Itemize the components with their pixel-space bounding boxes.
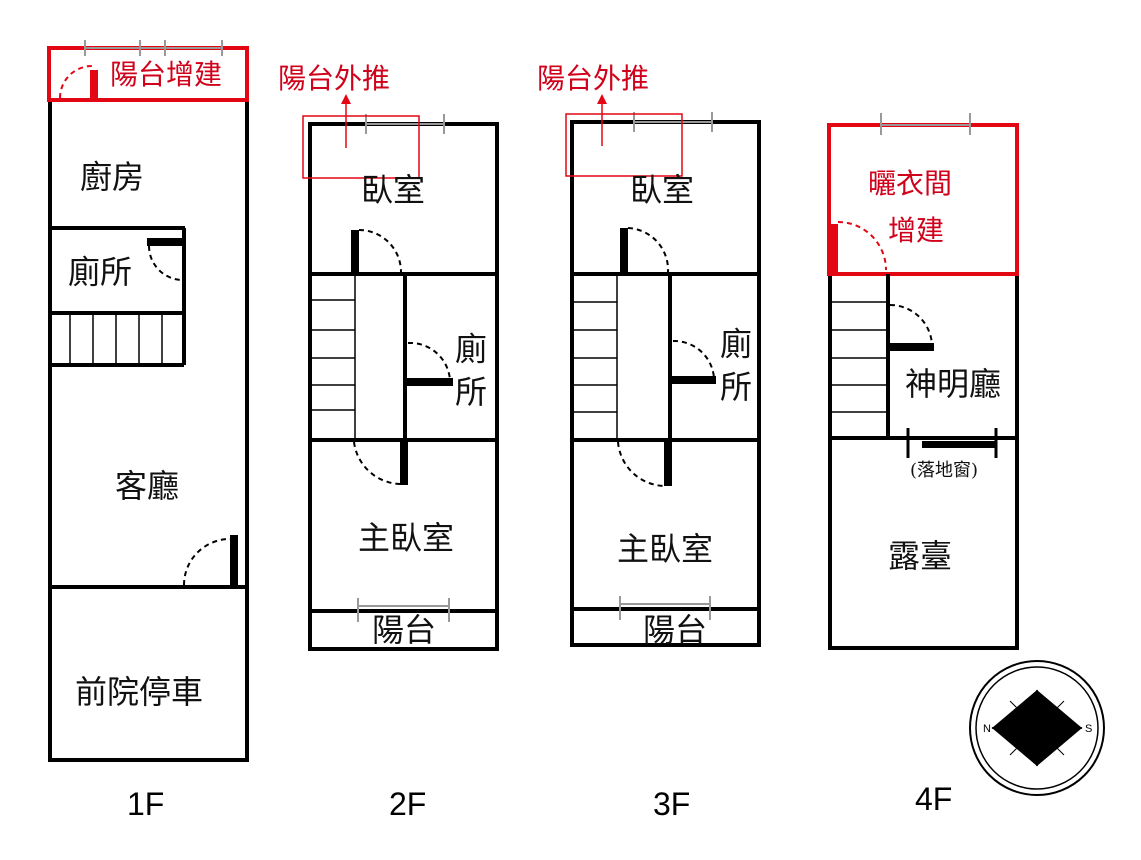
4f-french-window <box>922 441 996 448</box>
1f-balcony-door-wall <box>90 70 98 100</box>
2f-bedroom-label: 臥室 <box>361 171 425 209</box>
2f-floor-label: 2F <box>389 786 426 822</box>
2f-toilet-label-b: 所 <box>455 373 487 411</box>
3f-balcony-window <box>619 596 711 620</box>
2f-annotation: 陽台外推 <box>278 62 390 95</box>
3f-master-label: 主臥室 <box>617 530 713 568</box>
3f-toilet-label-a: 廁 <box>720 325 752 363</box>
2f-top-window <box>365 114 445 134</box>
4f-floor-label: 4F <box>915 781 952 817</box>
4f-stairs <box>832 274 890 440</box>
compass-left-label: N <box>983 723 991 735</box>
4f-top-window <box>880 113 971 135</box>
3f-top-window <box>633 112 713 132</box>
1f-toilet-label: 廁所 <box>68 253 132 291</box>
4f-shrine-label: 神明廳 <box>905 365 1001 403</box>
2f-stairs <box>312 274 356 440</box>
1f-top-window <box>84 40 223 56</box>
1f-balcony-addition-label: 陽台增建 <box>110 58 222 91</box>
1f-front-yard-label: 前院停車 <box>75 673 203 711</box>
1f-outer-wall <box>48 98 249 762</box>
2f-master-label: 主臥室 <box>358 519 454 557</box>
floor-3f: 陽台外推 廁 所 臥室 主臥室 陽台 3F <box>537 62 761 822</box>
2f-balcony-extension-box <box>302 115 420 179</box>
4f-laundry-label-1: 曬衣間 <box>868 167 952 200</box>
1f-kitchen-label: 廚房 <box>80 158 144 196</box>
4f-laundry-label-2: 增建 <box>888 214 944 247</box>
3f-annotation: 陽台外推 <box>537 62 649 95</box>
3f-toilet-label-b: 所 <box>720 368 752 406</box>
3f-balcony-label: 陽台 <box>643 611 707 649</box>
1f-main-door-wall <box>230 535 238 587</box>
floor-4f: 曬衣間 增建 (落地窗) 神明廳 露臺 4F <box>827 113 1019 817</box>
compass-rose-icon: N S <box>969 660 1105 796</box>
3f-balcony-extension-box <box>565 113 683 177</box>
2f-balcony-label: 陽台 <box>372 611 436 649</box>
2f-toilet-label-a: 廁 <box>455 330 487 368</box>
1f-living-label: 客廳 <box>115 467 179 505</box>
1f-floor-label: 1F <box>127 786 164 822</box>
3f-stairs <box>574 274 618 440</box>
1f-balcony-door-arc <box>59 65 93 99</box>
floor-2f: 陽台外推 廁 所 臥室 主臥室 陽台 <box>278 62 499 822</box>
3f-floor-label: 3F <box>653 786 690 822</box>
2f-balcony-window <box>357 598 450 622</box>
compass-right-label: S <box>1085 723 1092 735</box>
3f-arrow-up-icon <box>597 94 607 104</box>
2f-arrow-up-icon <box>341 94 351 104</box>
floor-1f: 陽台增建 廚房 廁所 客廳 前院停車 1F <box>47 40 249 822</box>
1f-toilet-door-wall <box>147 238 183 246</box>
4f-terrace-label: 露臺 <box>888 537 952 575</box>
1f-stairs <box>50 311 184 367</box>
3f-bedroom-label: 臥室 <box>630 171 694 209</box>
4f-french-window-label: (落地窗) <box>910 460 978 481</box>
